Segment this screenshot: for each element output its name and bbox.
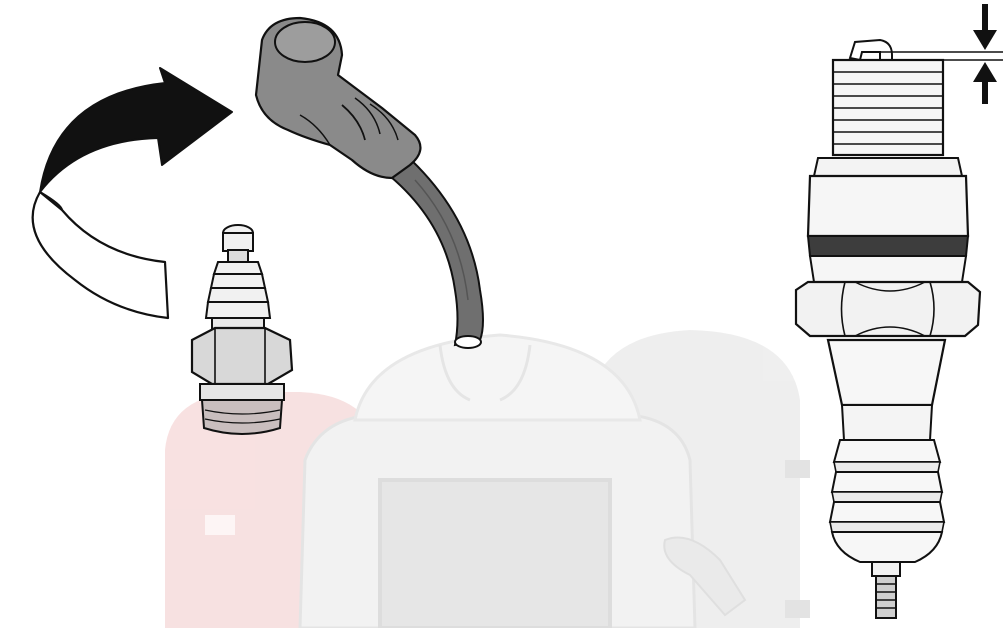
wire-icon xyxy=(385,148,483,348)
plug-cap-icon xyxy=(256,18,420,178)
spark-plug-icon xyxy=(796,40,980,618)
curved-arrow-icon xyxy=(33,68,232,318)
spark-plug-icon xyxy=(192,225,292,434)
